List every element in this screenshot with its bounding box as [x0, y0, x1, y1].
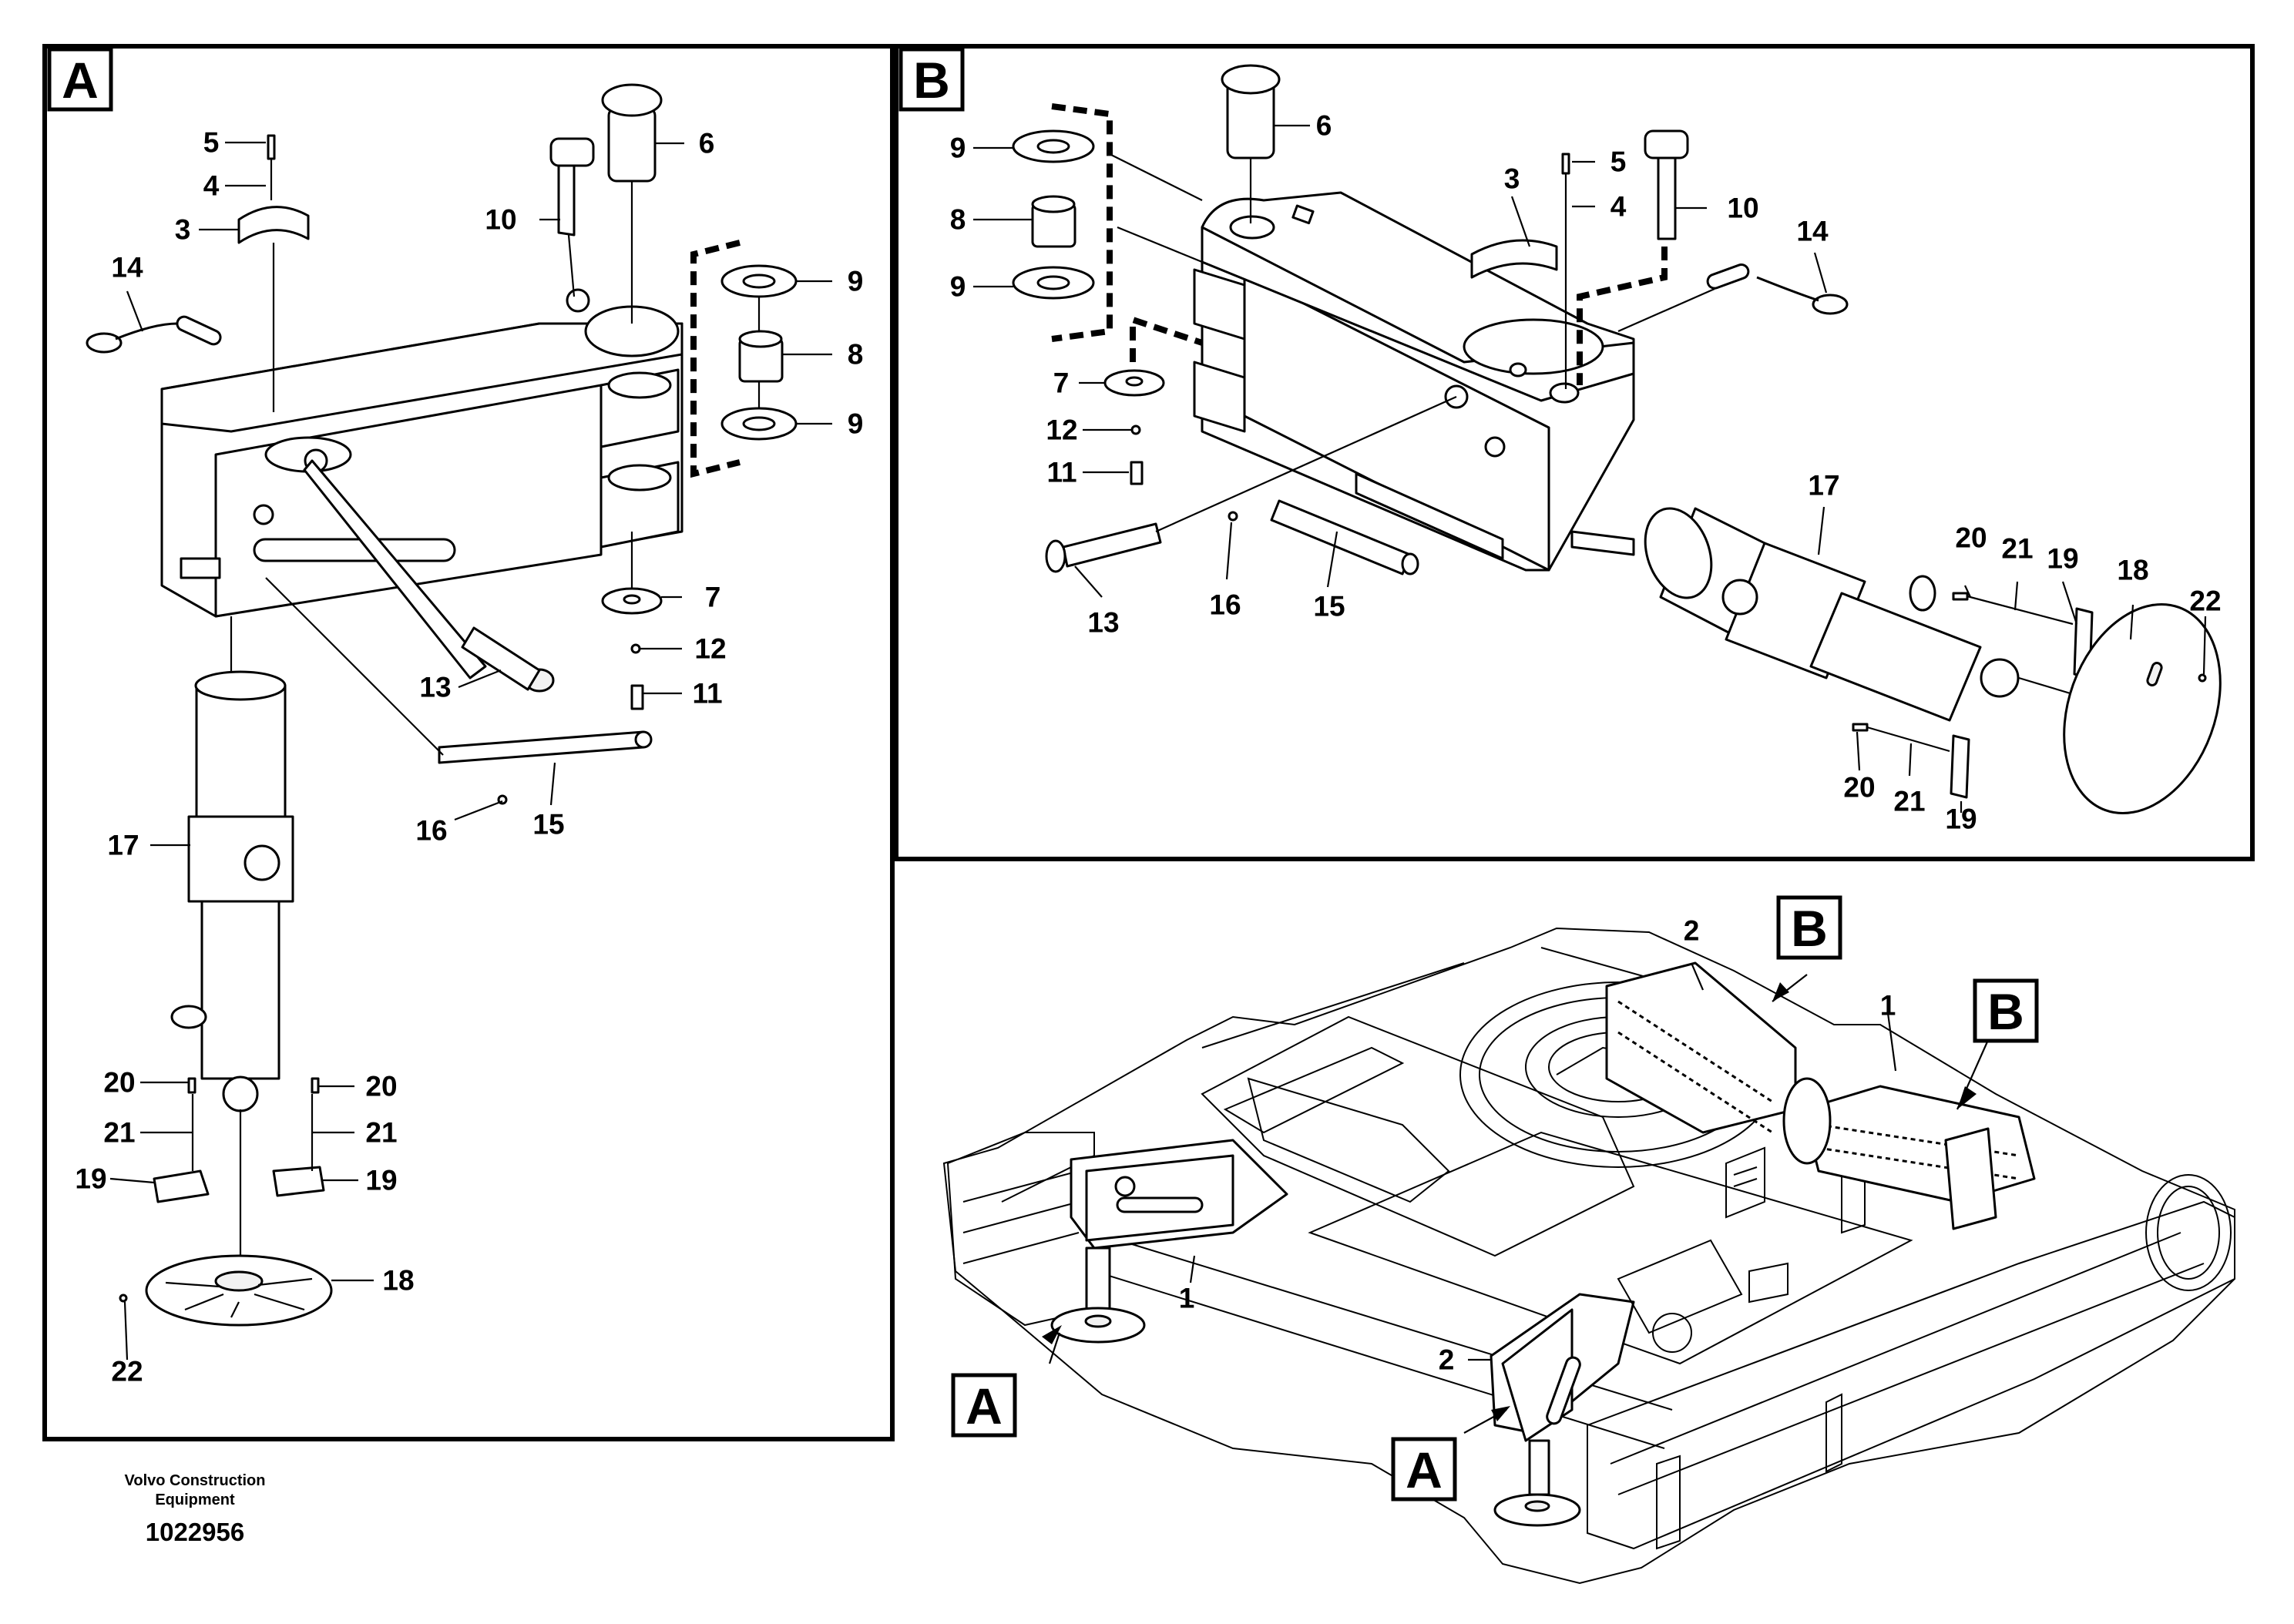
callout-9-lower: 9 [950, 271, 966, 303]
document-number: 1022956 [146, 1518, 244, 1546]
callout-11: 11 [692, 678, 722, 710]
callout-8: 8 [848, 339, 864, 371]
overview-callouts: B B A A 2 1 1 2 [951, 895, 2039, 1502]
panel-a-tag[interactable]: A [47, 47, 113, 112]
callout-16: 16 [415, 815, 447, 847]
callout-20-lower: 20 [1843, 772, 1875, 804]
callout-14: 14 [111, 252, 143, 284]
callout-4: 4 [203, 170, 220, 202]
callout-7: 7 [1053, 367, 1070, 399]
callout-18: 18 [2117, 555, 2148, 586]
panel-a-drawing [86, 83, 798, 1327]
panel-b-callouts: 9 8 9 6 3 5 4 10 14 7 12 11 17 13 16 15 … [950, 110, 2222, 835]
callout-8: 8 [950, 204, 966, 236]
callout-9-upper: 9 [950, 133, 966, 164]
callout-3: 3 [175, 214, 191, 246]
overview-pos-1-left: 1 [1179, 1283, 1195, 1314]
callout-15: 15 [1313, 591, 1345, 622]
company-name-line2: Equipment [155, 1491, 235, 1508]
svg-text:A: A [62, 52, 99, 109]
callout-15: 15 [532, 809, 564, 841]
callout-5: 5 [203, 127, 220, 159]
callout-20-upper: 20 [1955, 522, 1987, 554]
callout-box-a-lower[interactable]: A [1391, 1437, 1457, 1502]
panel-a-frame [42, 44, 895, 1441]
callout-10: 10 [485, 204, 516, 236]
callout-10: 10 [1727, 193, 1758, 224]
callout-21-lower: 21 [1893, 786, 1925, 817]
callout-12: 12 [694, 633, 726, 665]
footer: Volvo Construction Equipment 1022956 [125, 1472, 266, 1546]
callout-19-upper: 19 [2047, 543, 2078, 575]
callout-22: 22 [2189, 586, 2221, 617]
callout-20-right: 20 [365, 1071, 397, 1102]
callout-9-upper: 9 [848, 266, 864, 297]
panel-b-leaders [973, 124, 2207, 813]
callout-20-left: 20 [103, 1067, 135, 1099]
overview-pos-1-right: 1 [1880, 990, 1896, 1022]
callout-6: 6 [699, 128, 715, 159]
callout-21-upper: 21 [2001, 533, 2033, 565]
callout-4: 4 [1611, 191, 1627, 223]
panel-a-callouts: 5 4 3 14 10 6 9 8 9 7 12 11 13 16 15 17 … [75, 127, 863, 1387]
callout-6: 6 [1316, 110, 1332, 142]
callout-17: 17 [107, 830, 139, 861]
panel-b-drawing [1012, 64, 2222, 815]
callout-22: 22 [111, 1356, 143, 1387]
callout-19-left: 19 [75, 1163, 106, 1195]
undercarriage-overview [942, 927, 2235, 1585]
company-name-line1: Volvo Construction [125, 1472, 266, 1489]
callout-17: 17 [1808, 470, 1839, 502]
callout-16: 16 [1209, 589, 1241, 621]
callout-13: 13 [1087, 607, 1119, 639]
svg-text:A: A [966, 1377, 1003, 1434]
callout-11: 11 [1046, 457, 1076, 488]
callout-18: 18 [382, 1265, 414, 1297]
callout-19-lower: 19 [1945, 804, 1977, 835]
svg-text:B: B [913, 52, 950, 109]
callout-box-b-right[interactable]: B [1973, 978, 2039, 1043]
callout-14: 14 [1796, 216, 1829, 247]
callout-19-right: 19 [365, 1165, 397, 1196]
callout-12: 12 [1046, 414, 1077, 446]
overview-pos-2-lower: 2 [1439, 1344, 1455, 1376]
callout-box-a-left[interactable]: A [951, 1373, 1017, 1438]
callout-box-b-upper[interactable]: B [1776, 895, 1842, 960]
panel-b-frame [894, 44, 2255, 861]
svg-text:B: B [1791, 900, 1828, 957]
svg-text:B: B [1987, 983, 2024, 1040]
svg-text:A: A [1406, 1441, 1443, 1498]
callout-21-right: 21 [365, 1117, 397, 1149]
callout-7: 7 [705, 582, 721, 613]
panel-a-leaders [109, 141, 832, 1361]
callout-21-left: 21 [103, 1117, 135, 1149]
overview-pos-2-upper: 2 [1684, 915, 1700, 947]
callout-3: 3 [1504, 163, 1520, 195]
panel-b-tag[interactable]: B [898, 47, 965, 112]
callout-13: 13 [419, 672, 451, 703]
callout-9-lower: 9 [848, 408, 864, 440]
callout-5: 5 [1611, 146, 1627, 178]
